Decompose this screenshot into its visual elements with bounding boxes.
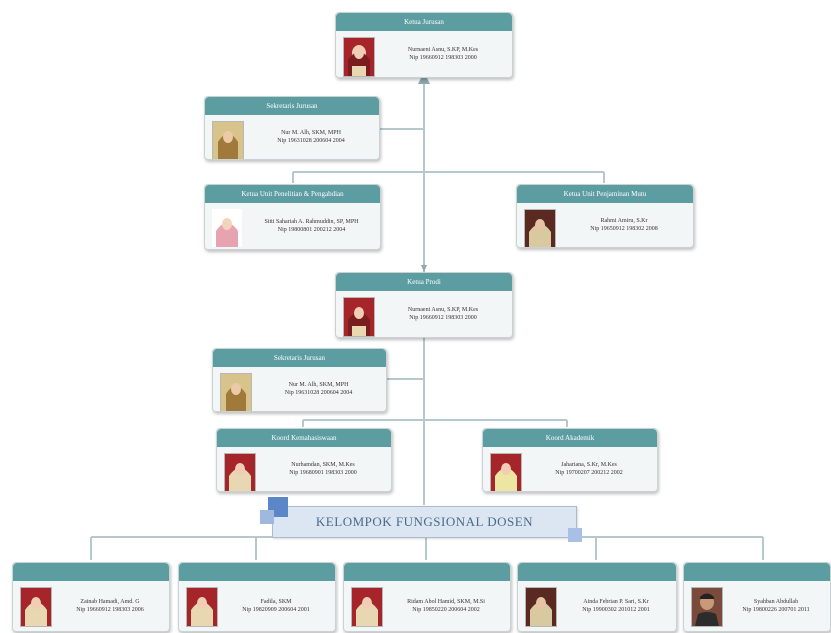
photo-hijab-red	[224, 453, 256, 491]
card-header-bar	[13, 563, 169, 581]
card-title: Sekretaris Jurusan	[205, 97, 379, 115]
photo-hijab-gold	[212, 121, 244, 159]
person-nip: Nip 19900302 201012 2001	[582, 607, 650, 613]
person-name: Nur M. Alh, SKM, MPH	[281, 130, 341, 136]
person-name: Nurhamdan, SKM, M.Kes	[291, 462, 355, 468]
card-title: Ketua Unit Penelitian & Pengabdian	[205, 185, 380, 203]
person-nip: Nip 19680901 198303 2000	[289, 470, 357, 476]
person-nip: Nip 19850220 200604 2002	[412, 607, 480, 613]
card-info: Nurhamdan, SKM, M.Kes Nip 19680901 19830…	[259, 451, 387, 487]
person-name: Jahariana, S.Kr, M.Kes	[561, 462, 617, 468]
card-info: Nurnaeni Asnu, S.KP, M.Kes Nip 19660912 …	[378, 295, 508, 333]
person-nip: Nip 19660912 198303 2000	[409, 315, 477, 321]
org-card-ketua-prodi[interactable]: Ketua Prodi Nurnaeni Asnu, S.KP, M.Kes N…	[335, 272, 513, 338]
photo-hijab-red	[186, 587, 218, 627]
card-info: Sitti Sahariah A. Rahmuddin, SP, MPH Nip…	[247, 207, 376, 245]
card-header-bar	[344, 563, 510, 581]
org-card-sekretaris-jurusan[interactable]: Sekretaris Jurusan Nur M. Alh, SKM, MPH …	[204, 96, 380, 160]
photo-hijab-dark	[524, 209, 556, 247]
org-card-koord-kemahasiswaan[interactable]: Koord Kemahasiswaan Nurhamdan, SKM, M.Ke…	[216, 428, 392, 492]
person-name: Nur M. Alh, SKM, MPH	[288, 382, 349, 388]
org-card-unit-penelitian[interactable]: Ketua Unit Penelitian & Pengabdian Sitti…	[204, 184, 381, 250]
banner-label: KELOMPOK FUNGSIONAL DOSEN	[315, 514, 534, 529]
card-info: Fadila, SKM Nip 19820909 200604 2001	[221, 585, 331, 627]
person-nip: Nip 19700207 200212 2002	[555, 470, 623, 476]
org-card-dosen[interactable]: Ainda Febrian P. Sari, S.Kr Nip 19900302…	[517, 562, 677, 632]
card-info: Nurnaeni Asnu, S.KP, M.Kes Nip 19660912 …	[378, 35, 508, 73]
photo-hijab-red	[351, 587, 383, 627]
card-info: Ainda Febrian P. Sari, S.Kr Nip 19900302…	[560, 585, 672, 627]
decor-square-icon	[568, 528, 582, 542]
org-card-sekretaris-jurusan-2[interactable]: Sekretaris Jurusan Nur M. Alh, SKM, MPH …	[212, 348, 387, 412]
person-name: Ridam Abol Hamid, SKM, M.Si	[407, 599, 485, 605]
photo-hijab-red	[20, 587, 52, 627]
person-name: Nurnaeni Asnu, S.KP, M.Kes	[407, 47, 479, 53]
person-name: Syahban Abdullah	[753, 599, 799, 605]
person-name: Zainab Hamadi, Amd. G	[80, 599, 140, 605]
person-name: Sitti Sahariah A. Rahmuddin, SP, MPH	[264, 219, 359, 225]
kelompok-fungsional-banner: KELOMPOK FUNGSIONAL DOSEN	[272, 506, 577, 538]
person-name: Nurnaeni Asnu, S.KP, M.Kes	[407, 307, 479, 313]
org-card-dosen[interactable]: Ridam Abol Hamid, SKM, M.Si Nip 19850220…	[343, 562, 511, 632]
org-card-dosen[interactable]: Fadila, SKM Nip 19820909 200604 2001	[178, 562, 336, 632]
org-card-dosen[interactable]: Zainab Hamadi, Amd. G Nip 19660912 19830…	[12, 562, 170, 632]
photo-hijab-red	[343, 297, 375, 337]
photo-hijab-red	[343, 37, 375, 77]
card-info: Ridam Abol Hamid, SKM, M.Si Nip 19850220…	[386, 585, 506, 627]
card-info: Jahariana, S.Kr, M.Kes Nip 19700207 2002…	[525, 451, 653, 487]
person-nip: Nip 19800801 200212 2004	[277, 227, 346, 233]
person-name: Rahmi Amiru, S.Kr	[600, 218, 648, 224]
photo-hijab-pink	[212, 209, 242, 247]
person-name: Ainda Febrian P. Sari, S.Kr	[583, 599, 649, 605]
card-info: Nur M. Alh, SKM, MPH Nip 19631028 200604…	[247, 119, 375, 155]
person-nip: Nip 19631028 200604 2004	[277, 138, 345, 144]
org-card-unit-penjaminan-mutu[interactable]: Ketua Unit Penjaminan Mutu Rahmi Amiru, …	[516, 184, 694, 248]
org-card-koord-akademik[interactable]: Koord Akademik Jahariana, S.Kr, M.Kes Ni…	[482, 428, 658, 492]
person-nip: Nip 19631028 200604 2004	[284, 390, 353, 396]
card-header-bar	[179, 563, 335, 581]
card-title: Sekretaris Jurusan	[213, 349, 386, 367]
card-info: Rahmi Amiru, S.Kr Nip 19650912 198302 20…	[559, 207, 689, 243]
person-nip: Nip 19650912 198302 2008	[590, 226, 658, 232]
photo-hijab-gold	[220, 373, 252, 411]
card-title: Ketua Unit Penjaminan Mutu	[517, 185, 693, 203]
card-title: Koord Kemahasiswaan	[217, 429, 391, 447]
person-nip: Nip 19820909 200604 2001	[242, 607, 310, 613]
photo-hijab-dark	[525, 587, 557, 627]
card-info: Syahban Abdullah Nip 19800226 200701 201…	[726, 585, 826, 627]
person-nip: Nip 19660912 198303 2006	[76, 607, 144, 613]
card-title: Ketua Prodi	[336, 273, 512, 291]
person-nip: Nip 19660912 198303 2000	[409, 55, 477, 61]
card-header-bar	[684, 563, 830, 581]
card-title: Koord Akademik	[483, 429, 657, 447]
person-name: Fadila, SKM	[260, 599, 292, 605]
card-info: Nur M. Alh, SKM, MPH Nip 19631028 200604…	[255, 371, 382, 407]
card-info: Zainab Hamadi, Amd. G Nip 19660912 19830…	[55, 585, 165, 627]
card-title: Ketua Jurusan	[336, 13, 512, 31]
photo-hijab-yellow	[490, 453, 522, 491]
org-card-dosen[interactable]: Syahban Abdullah Nip 19800226 200701 201…	[683, 562, 831, 632]
photo-man	[691, 587, 723, 627]
person-nip: Nip 19800226 200701 2011	[742, 607, 810, 613]
org-card-ketua-jurusan[interactable]: Ketua Jurusan Nurnaeni Asnu, S.KP, M.Kes…	[335, 12, 513, 78]
decor-square-icon	[260, 510, 274, 524]
card-header-bar	[518, 563, 676, 581]
